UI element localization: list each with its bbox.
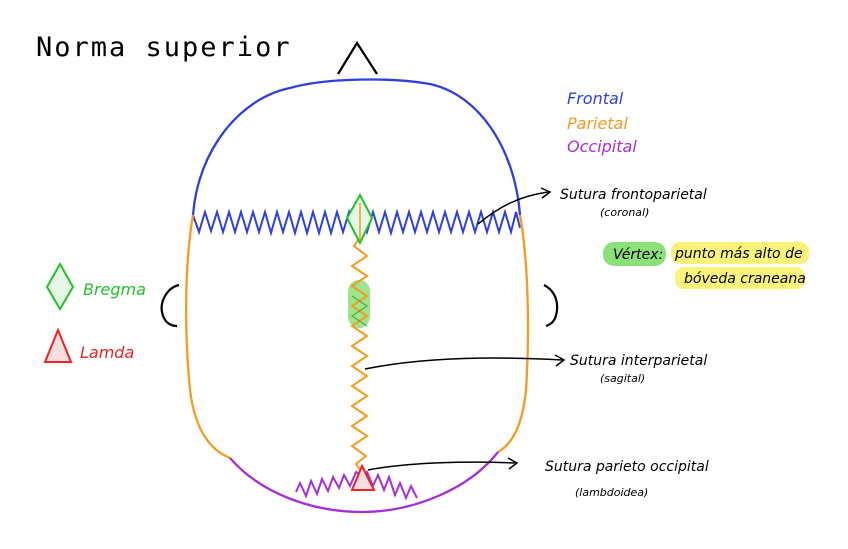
label-frontoparietal: Sutura frontoparietal [560, 187, 707, 203]
bregma-key-label: Bregma [83, 280, 146, 299]
label-parieto-occipital: Sutura parieto occipital [545, 459, 709, 475]
lamda-key-icon [43, 327, 73, 363]
bregma-key-icon [45, 261, 75, 311]
vertex-def-highlight-1 [671, 242, 809, 264]
ear-left [160, 283, 180, 328]
vertex-def-line1: punto más alto de [674, 246, 803, 262]
leader-parieto [367, 461, 516, 471]
vertex-term: Vértex: [613, 247, 663, 263]
vertex-def-line2: bóveda craneana [684, 271, 806, 287]
arrow-parieto [507, 457, 519, 470]
lamda-marker [350, 463, 376, 491]
arrow-interparietal [554, 354, 566, 367]
parietal-outline-right [497, 214, 530, 453]
label-interparietal: Sutura interparietal [570, 353, 707, 369]
label-coronal: (coronal) [600, 206, 649, 219]
vertex-highlight [348, 280, 370, 328]
sagittal-suture [350, 235, 369, 473]
page-title: Norma superior [36, 32, 292, 63]
vertex-def-highlight-2 [675, 267, 805, 289]
frontal-bone-outline [191, 78, 522, 216]
nose-indicator [337, 40, 378, 75]
lamda-key-label: Lamda [80, 343, 134, 362]
arrow-frontoparietal [540, 187, 552, 199]
label-sagital: (sagital) [600, 372, 645, 385]
occipital-outline [229, 451, 499, 514]
vertex-term-highlight [603, 242, 666, 266]
vertex-zigzag-overlay [350, 295, 369, 327]
legend-frontal: Frontal [567, 89, 624, 108]
legend-occipital: Occipital [567, 137, 637, 156]
lambdoid-suture [295, 470, 418, 501]
label-lambdoidea: (lambdoidea) [575, 486, 648, 499]
leader-interparietal [364, 357, 563, 370]
parietal-outline-left [184, 214, 231, 460]
ear-right [543, 284, 559, 328]
leader-frontoparietal [477, 191, 549, 225]
legend-parietal: Parietal [567, 114, 628, 133]
